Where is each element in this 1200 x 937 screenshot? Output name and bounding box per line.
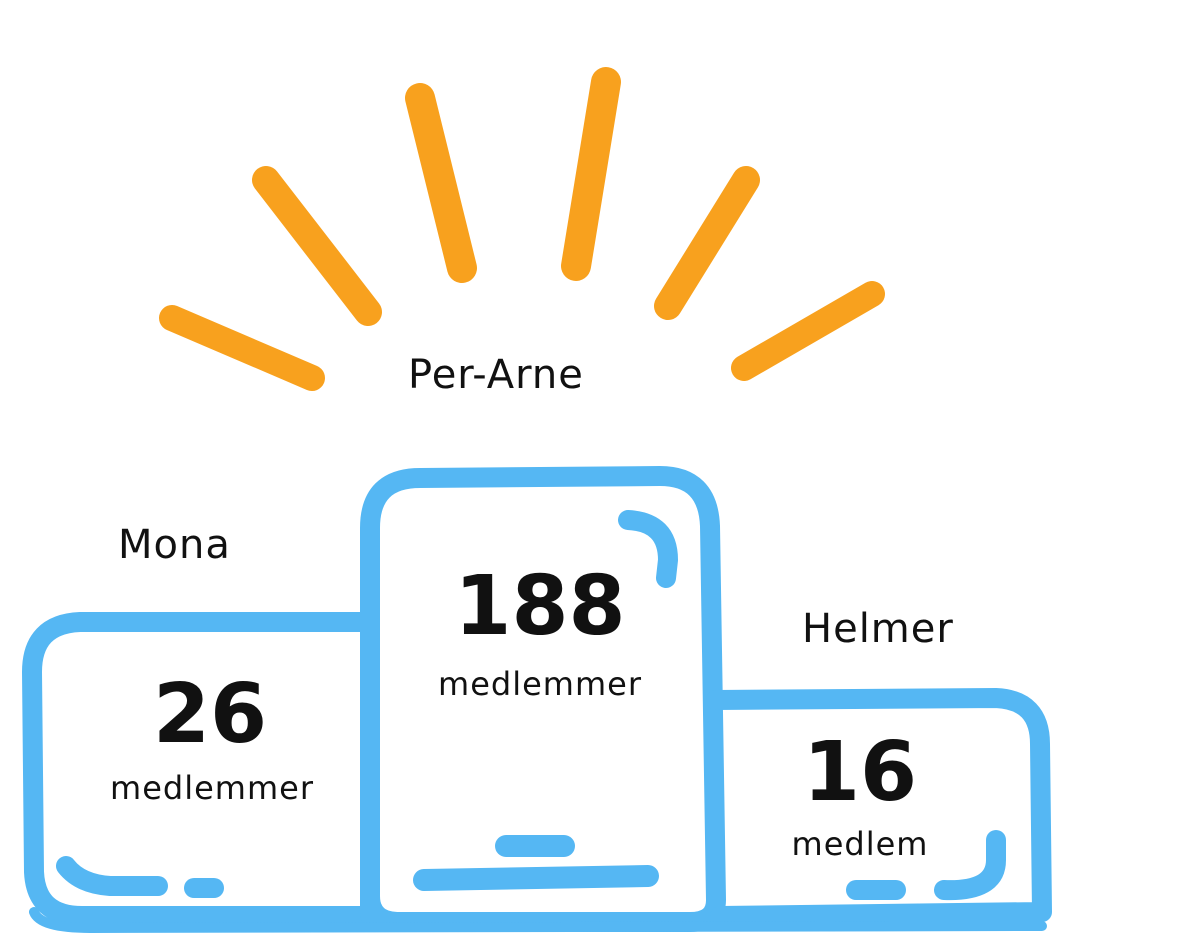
first-place-name: Per-Arne bbox=[408, 352, 584, 398]
podium-first-block bbox=[360, 466, 726, 932]
first-place-unit: medlemmer bbox=[438, 665, 642, 703]
ray-4 bbox=[561, 67, 621, 281]
ray-2 bbox=[252, 166, 382, 326]
ray-1 bbox=[159, 305, 325, 391]
highlight-first-corner bbox=[618, 510, 678, 588]
highlight-first-long bbox=[413, 865, 659, 891]
ray-5 bbox=[654, 166, 760, 320]
podium-baseline bbox=[29, 907, 1047, 933]
first-place-count: 188 bbox=[454, 559, 626, 654]
podium-third-block bbox=[706, 688, 1052, 926]
highlight-third-curve bbox=[934, 830, 1006, 901]
third-place-unit: medlem bbox=[791, 825, 929, 863]
second-place-name: Mona bbox=[118, 522, 231, 568]
ray-3 bbox=[405, 83, 477, 283]
ray-6 bbox=[731, 281, 885, 381]
third-place-count: 16 bbox=[802, 725, 918, 820]
sunburst-rays-icon bbox=[159, 67, 885, 391]
podium-second-block bbox=[22, 612, 380, 926]
third-place-name: Helmer bbox=[802, 606, 954, 652]
second-place-unit: medlemmer bbox=[110, 769, 314, 807]
second-place-count: 26 bbox=[152, 667, 268, 762]
highlight-second-curve bbox=[56, 856, 168, 896]
